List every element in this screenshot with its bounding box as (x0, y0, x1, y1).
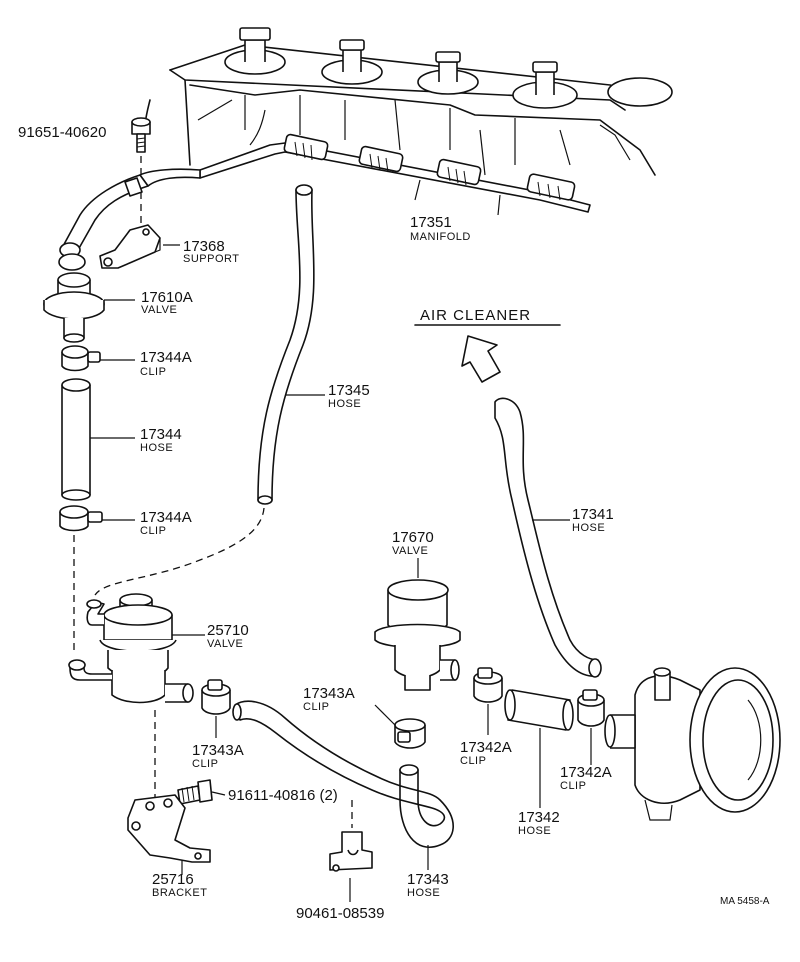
clip-17342A-right (577, 689, 605, 765)
valve-17670 (374, 558, 461, 691)
label-name-25710: VALVE (207, 638, 243, 650)
air-pump (604, 667, 781, 821)
label-number-17344A-top: 17344A (140, 349, 192, 366)
hose-17343 (232, 700, 454, 870)
bolt-91651-40620 (131, 117, 151, 230)
label-name-17343: HOSE (407, 887, 440, 899)
air-cleaner-arrow (414, 324, 561, 383)
label-name-17343A-right: CLIP (303, 701, 329, 713)
label-name-17342: HOSE (518, 825, 551, 837)
label-number-17343A-left: 17343A (192, 742, 244, 759)
label-number-17344A-bottom: 17344A (140, 509, 192, 526)
label-name-17342A-right: CLIP (560, 780, 586, 792)
bolt-91611-40816 (177, 779, 226, 805)
hose-17345 (94, 184, 325, 596)
label-name-17342A-left: CLIP (460, 755, 486, 767)
label-name-17343A-left: CLIP (192, 758, 218, 770)
label-number-25710: 25710 (207, 622, 249, 639)
clip-17343A-right (374, 704, 426, 749)
label-number-17345: 17345 (328, 382, 370, 399)
label-name-25716: BRACKET (152, 887, 207, 899)
clip-17342A-left (473, 667, 503, 735)
label-number-17341: 17341 (572, 506, 614, 523)
label-name-17345: HOSE (328, 398, 361, 410)
label-number-17343: 17343 (407, 871, 449, 888)
label-number-17342A-right: 17342A (560, 764, 612, 781)
hose-17341 (494, 397, 602, 678)
label-name-17344A-bottom: CLIP (140, 525, 166, 537)
clamp-90461-08539 (329, 800, 373, 902)
hose-17344 (61, 378, 135, 501)
label-number-17344: 17344 (140, 426, 182, 443)
label-name-17368: SUPPORT (183, 253, 239, 265)
air-cleaner-label: AIR CLEANER (420, 307, 531, 324)
valve-25710 (68, 593, 205, 810)
label-number-91651-40620: 91651-40620 (18, 124, 106, 141)
drawing-code: MA 5458-A (720, 896, 770, 907)
manifold-17351 (139, 133, 591, 216)
engine-head-outline (144, 27, 673, 176)
clip-17344A-top (61, 345, 135, 372)
label-name-17344: HOSE (140, 442, 173, 454)
label-name-17351: MANIFOLD (410, 231, 471, 243)
clip-17344A-bottom (59, 505, 135, 650)
label-number-17368: 17368 (183, 238, 225, 255)
label-number-17342A-left: 17342A (460, 739, 512, 756)
label-number-25716: 25716 (152, 871, 194, 888)
label-name-17610A: VALVE (141, 304, 177, 316)
hose-17342 (504, 689, 574, 808)
clip-17343A-left (201, 679, 231, 738)
label-number-91611-40816: 91611-40816 (2) (228, 787, 338, 804)
label-number-17351: 17351 (410, 214, 452, 231)
label-number-17670: 17670 (392, 529, 434, 546)
valve-17610A (43, 253, 135, 343)
label-number-17342: 17342 (518, 809, 560, 826)
support-17368 (99, 224, 180, 269)
label-name-17344A-top: CLIP (140, 366, 166, 378)
label-name-17341: HOSE (572, 522, 605, 534)
label-number-90461-08539: 90461-08539 (296, 905, 384, 922)
label-number-17610A: 17610A (141, 289, 193, 306)
label-number-17343A-right: 17343A (303, 685, 355, 702)
label-name-17670: VALVE (392, 545, 428, 557)
bracket-25716 (127, 794, 211, 875)
labels: 91651-40620 17368 SUPPORT 17610A VALVE 1… (18, 124, 770, 922)
